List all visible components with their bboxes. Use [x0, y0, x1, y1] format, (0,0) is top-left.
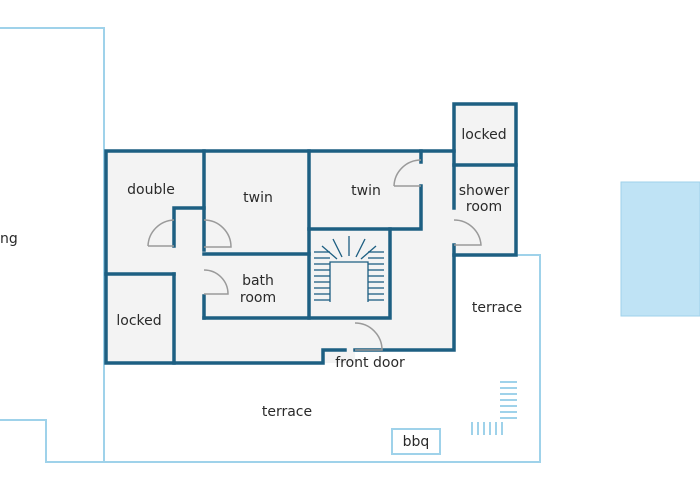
label-twin-left: twin: [243, 190, 273, 206]
door-front: [354, 322, 383, 351]
door-twin-left: [203, 219, 232, 248]
label-shower-line1: shower: [459, 183, 510, 199]
label-bath-line2: room: [240, 290, 276, 306]
label-shower-line2: room: [466, 199, 502, 215]
drain-grate: [471, 422, 503, 435]
label-front-door: front door: [335, 355, 405, 371]
staircase: [314, 236, 384, 302]
label-twin-right: twin: [351, 183, 381, 199]
label-double: double: [127, 182, 175, 198]
door-swings: [147, 159, 482, 351]
pool-area: [620, 181, 700, 317]
walls: [104, 102, 518, 365]
door-shower: [453, 219, 482, 246]
door-twin-right: [393, 159, 422, 187]
door-bath: [203, 269, 229, 295]
label-terrace-right: terrace: [472, 300, 522, 316]
building-floor: [106, 104, 516, 363]
label-locked-top: locked: [461, 127, 506, 143]
left-building-outline: [0, 27, 105, 463]
room-labels: ng double twin twin locked shower room b…: [0, 127, 522, 450]
outdoor-steps: [500, 381, 517, 419]
outer-wall: [104, 102, 518, 365]
label-bbq: bbq: [403, 434, 430, 450]
label-living-partial: ng: [0, 231, 18, 247]
door-double: [147, 219, 175, 247]
label-locked-left: locked: [116, 313, 161, 329]
label-bath-line1: bath: [242, 273, 274, 289]
label-terrace-bottom: terrace: [262, 404, 312, 420]
bbq-box: [391, 428, 441, 455]
